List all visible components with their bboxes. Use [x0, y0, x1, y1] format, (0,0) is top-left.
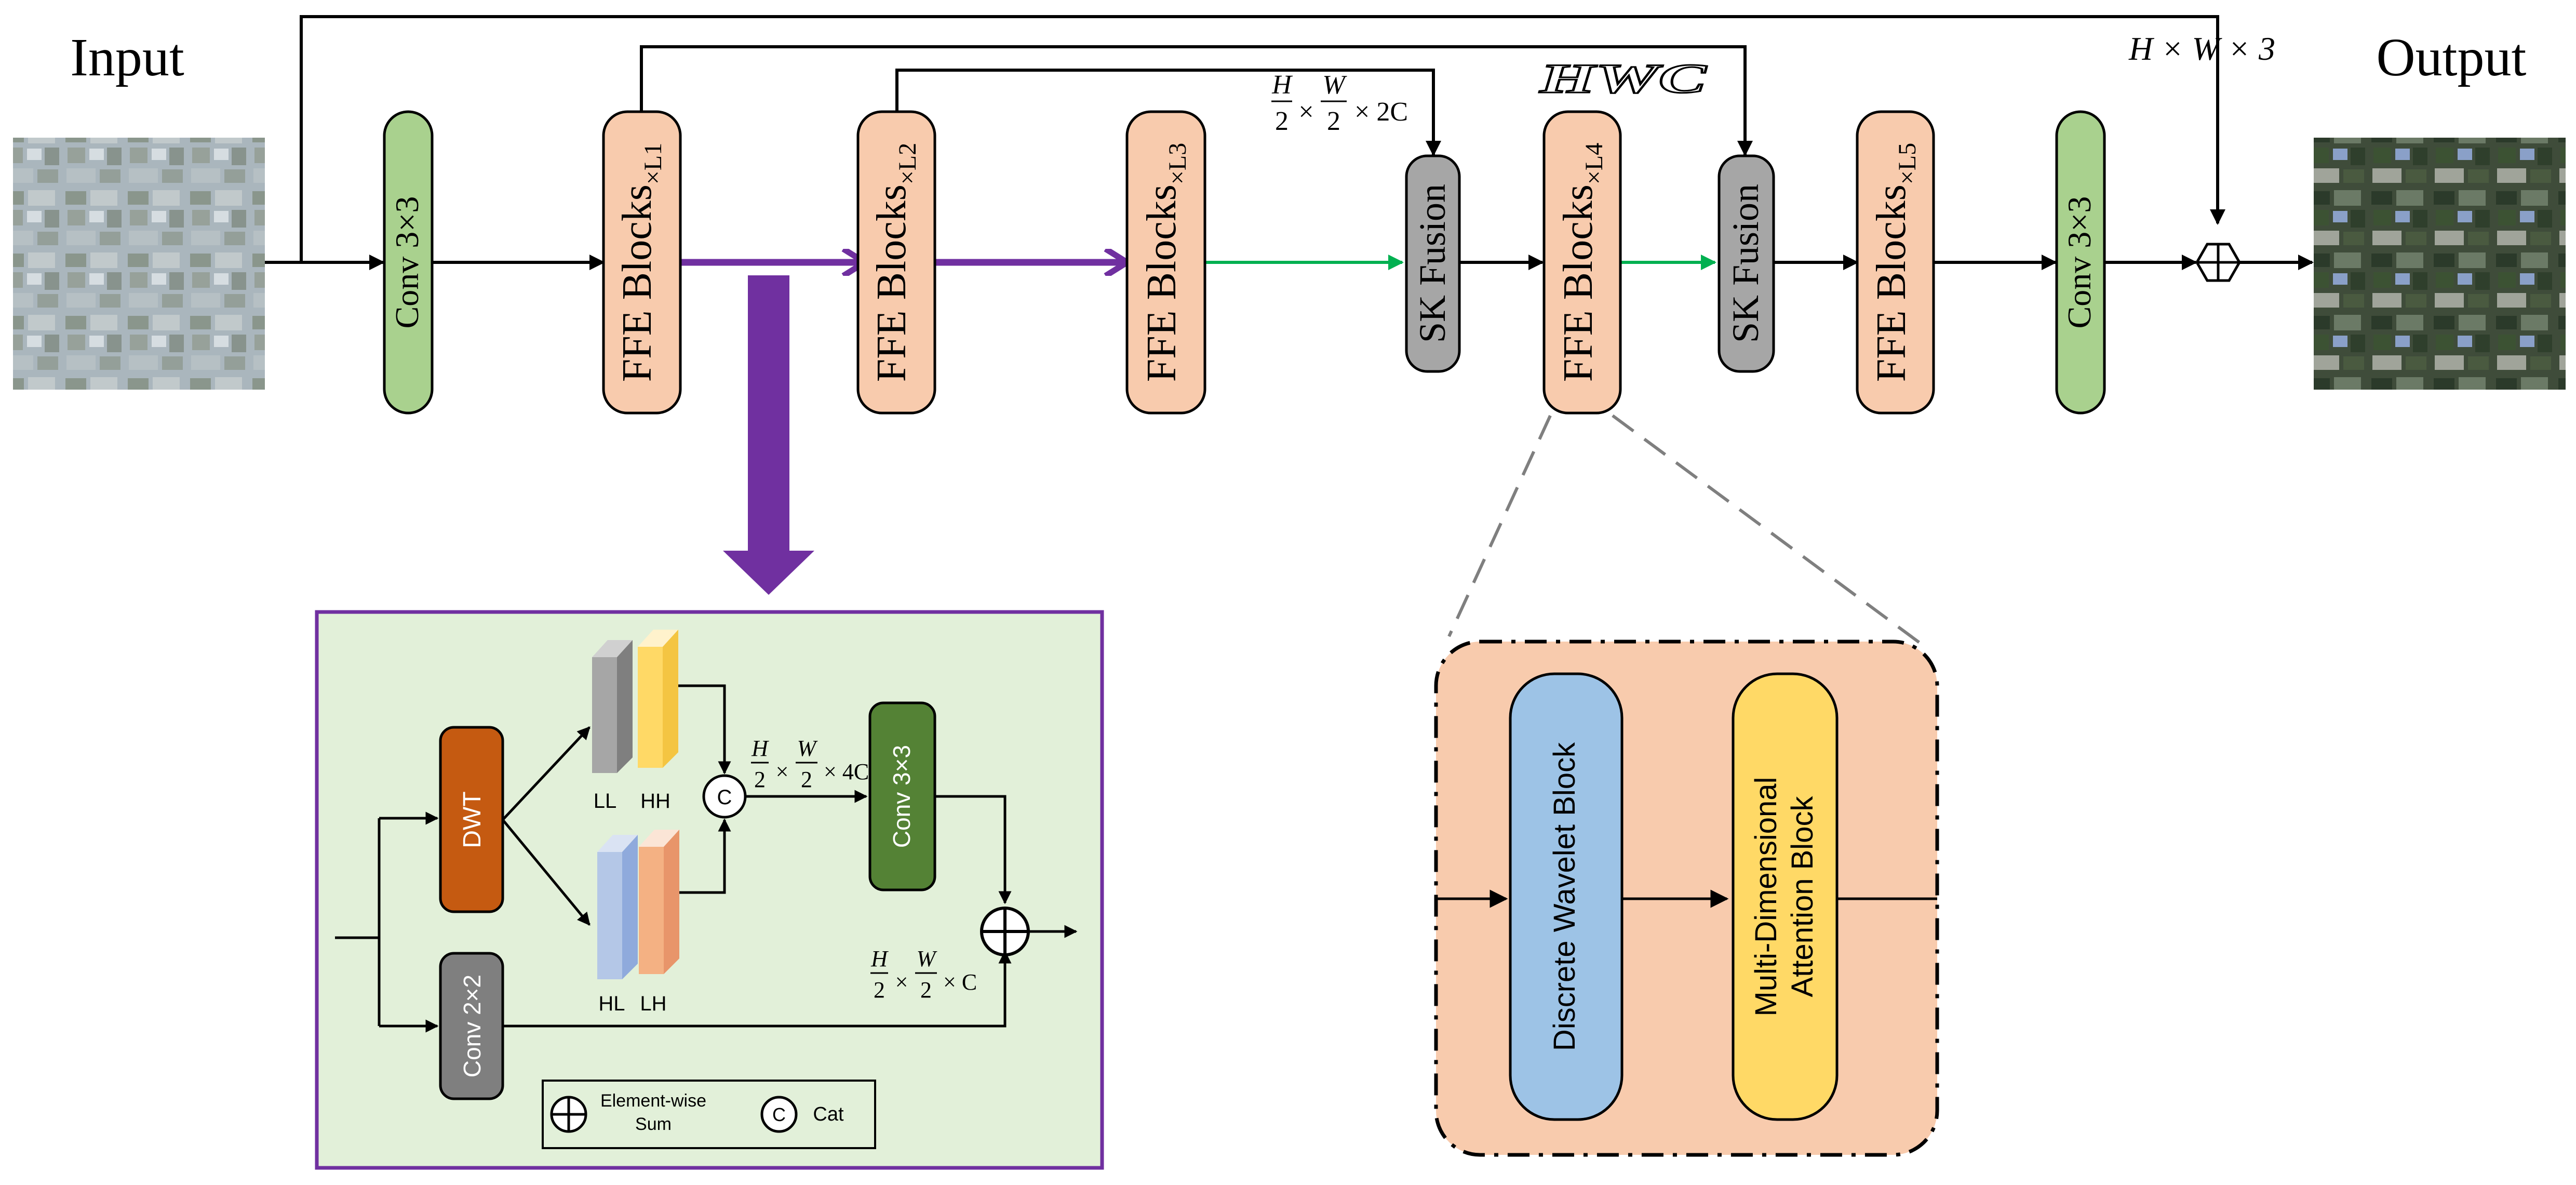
ffe-block-detail-panel: Discrete Wavelet Block Multi-Dimensional… [1434, 640, 1939, 1157]
svg-text:H: H [1271, 70, 1293, 100]
hl-label: HL [598, 992, 625, 1015]
legend-cat-icon: C [760, 1096, 798, 1133]
concat-node: C [702, 774, 747, 819]
conv-3x3-block-2: Conv 3×3 [2055, 110, 2106, 415]
svg-text:Discrete Wavelet Block: Discrete Wavelet Block [1548, 742, 1581, 1051]
svg-text:Conv 3×3: Conv 3×3 [388, 196, 425, 329]
svg-text:Conv 3×3: Conv 3×3 [2061, 196, 2098, 329]
svg-text:Sum: Sum [635, 1114, 672, 1134]
detail-legend: Element-wise Sum C Cat [542, 1080, 876, 1149]
svg-text:2: 2 [874, 977, 885, 1003]
multi-dimensional-attention-block: Multi-Dimensional Attention Block [1732, 672, 1839, 1121]
full-res-label: H × W × 3 [2128, 30, 2275, 67]
ll-hh-subbands [592, 630, 678, 773]
skip-l2-to-sk1 [895, 69, 1441, 156]
svg-text:W: W [797, 736, 818, 761]
svg-text:H: H [751, 736, 769, 761]
svg-text:DWT: DWT [459, 791, 486, 848]
half-res-label: H 2 × W 2 × 2C [1271, 70, 1408, 136]
svg-text:FFE Blocks×L1: FFE Blocks×L1 [614, 143, 667, 382]
output-image [2314, 138, 2566, 390]
hl-lh-subbands [597, 830, 679, 979]
legend-sum-icon [550, 1096, 587, 1133]
input-label: Input [70, 28, 184, 87]
svg-text:SK Fusion: SK Fusion [1725, 184, 1766, 343]
svg-text:2: 2 [920, 977, 932, 1003]
concat-dims-label: H 2 × W 2 × 4C [751, 736, 869, 792]
svg-text:×: × [1298, 97, 1313, 127]
dwt-block: DWT [439, 726, 504, 913]
svg-text:× 2C: × 2C [1354, 97, 1408, 127]
svg-text:× C: × C [943, 969, 977, 995]
svg-text:W: W [917, 946, 937, 971]
svg-text:Attention Block: Attention Block [1786, 796, 1819, 997]
detail-conv-3x3-block: Conv 3×3 [868, 701, 936, 891]
svg-text:Element-wise: Element-wise [600, 1091, 706, 1111]
ffe-detail-panel: DWT Conv 2×2 LL HH HL [315, 610, 1104, 1170]
sum-dims-label: H 2 × W 2 × C [870, 946, 977, 1003]
zoom-line-right [1612, 414, 1923, 646]
svg-text:2: 2 [801, 767, 812, 792]
element-wise-sum-node [2195, 243, 2241, 282]
svg-text:Cat: Cat [813, 1103, 844, 1125]
svg-text:Multi-Dimensional: Multi-Dimensional [1749, 777, 1783, 1017]
detail-sum-node [980, 907, 1030, 956]
svg-text:W: W [1322, 70, 1347, 100]
ffe-blocks-l4: FFE Blocks×L4 [1542, 110, 1622, 415]
sk-fusion-block-1: SK Fusion [1405, 154, 1461, 373]
svg-text:FFE Blocks×L2: FFE Blocks×L2 [869, 143, 921, 382]
detail-pointer-arrow [723, 275, 814, 595]
svg-text:FFE Blocks×L3: FFE Blocks×L3 [1139, 143, 1191, 382]
svg-text:H: H [870, 946, 889, 971]
ffe-blocks-l5: FFE Blocks×L5 [1856, 110, 1935, 415]
svg-text:Conv 2×2: Conv 2×2 [459, 975, 486, 1077]
ffe-blocks-l2: FFE Blocks×L2 [856, 110, 936, 415]
svg-text:C: C [772, 1104, 786, 1125]
hh-label: HH [640, 790, 670, 813]
skip-l1-to-sk2 [640, 45, 1753, 156]
svg-text:× 4C: × 4C [824, 759, 869, 784]
output-label: Output [2377, 28, 2527, 87]
hwc-label: HWC [1539, 56, 1708, 102]
zoom-line-left [1447, 415, 1552, 637]
svg-text:2: 2 [754, 767, 766, 792]
svg-text:FFE Blocks×L5: FFE Blocks×L5 [1869, 143, 1921, 382]
svg-text:C: C [717, 786, 732, 809]
svg-text:×: × [895, 969, 908, 995]
ffe-blocks-l3: FFE Blocks×L3 [1125, 110, 1206, 415]
input-image [13, 138, 265, 390]
lh-label: LH [640, 992, 666, 1015]
svg-text:2: 2 [1327, 106, 1340, 136]
svg-text:2: 2 [1275, 106, 1289, 136]
svg-text:SK Fusion: SK Fusion [1412, 184, 1453, 343]
svg-text:×: × [776, 759, 789, 784]
conv-3x3-block-1: Conv 3×3 [383, 110, 434, 415]
sk-fusion-block-2: SK Fusion [1718, 154, 1775, 373]
ll-label: LL [594, 790, 617, 813]
conv-2x2-block: Conv 2×2 [439, 952, 504, 1100]
discrete-wavelet-block: Discrete Wavelet Block [1509, 672, 1624, 1121]
ffe-blocks-l1: FFE Blocks×L1 [602, 110, 682, 415]
svg-text:Conv 3×3: Conv 3×3 [888, 745, 915, 848]
svg-text:FFE Blocks×L4: FFE Blocks×L4 [1555, 143, 1608, 382]
